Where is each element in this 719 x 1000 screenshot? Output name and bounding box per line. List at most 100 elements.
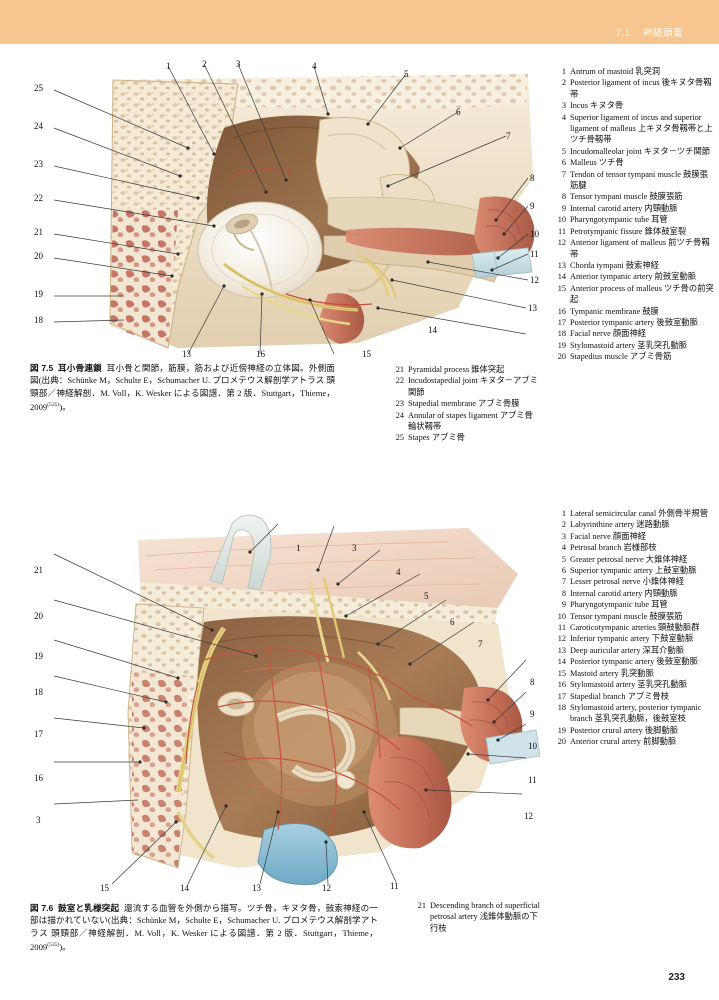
fig-7-5-leader-12: 12 — [530, 275, 539, 285]
fig-7-6-leader-10: 10 — [528, 741, 537, 751]
legend-item: 22 Incudostapedial joint キヌタ－アブミ関節 — [390, 375, 540, 398]
legend-index: 23 — [395, 399, 404, 409]
legend-text: Internal carotid artery 内頸動脈 — [570, 588, 678, 598]
fig-7-6-leader-12b: 12 — [322, 883, 331, 893]
fig-7-5-leader-11: 11 — [530, 249, 539, 259]
legend-text: Labyrinthine artery 迷路動脈 — [570, 520, 670, 530]
legend-index: 17 — [557, 691, 566, 701]
legend-index: 21 — [417, 901, 426, 910]
legend-text: Anterior process of malleus ツチ骨の前突起 — [570, 283, 714, 305]
fig-7-5-leader-10: 10 — [530, 229, 539, 239]
legend-index: 5 — [561, 554, 566, 564]
legend-text: Tensor tympani muscle 鼓膜張筋 — [570, 192, 683, 202]
fig-7-5-leader-21: 21 — [34, 227, 43, 237]
page-header-title: 7.1 神経頭蓋 — [616, 25, 683, 39]
fig-7-5-leader-14: 14 — [428, 325, 437, 335]
fig-7-6-leader-16: 16 — [34, 773, 43, 783]
legend-text: Lateral semicircular canal 外側骨半規管 — [570, 509, 708, 518]
figure-7-5-caption-title: 耳小骨連鎖 — [58, 363, 102, 373]
legend-text: Incudostapedial joint キヌタ－アブミ関節 — [408, 376, 538, 397]
fig-7-5-leader-9: 9 — [530, 201, 535, 211]
legend-index: 14 — [557, 657, 566, 667]
fig-7-5-leader-15: 15 — [362, 349, 371, 359]
fig-7-6-leader-9: 9 — [530, 709, 535, 719]
fig-7-5-leader-1: 1 — [166, 61, 171, 71]
legend-text: Posterior crural artery 後脚動脈 — [570, 725, 679, 735]
legend-text: Facial nerve 顔面神経 — [570, 329, 647, 339]
fig-7-5-leader-23: 23 — [34, 159, 43, 169]
legend-index: 4 — [561, 543, 566, 553]
legend-text: Mastoid artery 乳突動脈 — [570, 668, 654, 678]
legend-index: 10 — [557, 611, 566, 621]
legend-index: 19 — [557, 725, 566, 735]
figure-7-6-caption: 図 7.6 鼓室と乳様突起 還流する血管を外側から描写。ツチ骨，キヌタ骨，鼓索神… — [30, 902, 378, 953]
fig-7-6-leader-4: 4 — [396, 567, 401, 577]
legend-text: Tympanic membrane 鼓膜 — [570, 306, 659, 316]
legend-index: 24 — [395, 410, 404, 420]
fig-7-6-leader-6: 6 — [450, 617, 455, 627]
legend-index: 3 — [561, 531, 566, 541]
fig-7-6-leader-11b: 11 — [390, 881, 399, 891]
legend-text: Facial nerve 顔面神経 — [570, 531, 647, 541]
legend-text: Internal carotid artery 内頸動脈 — [570, 203, 678, 213]
fig-7-5-leader-19: 19 — [34, 289, 43, 299]
legend-index: 15 — [557, 283, 566, 293]
page-number: 233 — [668, 972, 685, 983]
fig-7-5-leader-24: 24 — [34, 121, 43, 131]
legend-item: 19 Posterior crural artery 後脚動脈 — [552, 725, 714, 736]
legend-item: 3 Facial nerve 顔面神経 — [552, 531, 714, 542]
legend-index: 20 — [557, 352, 566, 362]
fig-7-6-leader-19: 19 — [34, 651, 43, 661]
fig-7-6-leader-12: 12 — [524, 811, 533, 821]
fig-7-5-leader-3: 3 — [236, 59, 241, 69]
figure-7-5-illustration — [28, 58, 540, 358]
legend-index: 22 — [395, 376, 404, 386]
figure-7-6-caption-tail: )。 — [59, 942, 71, 953]
figure-7-5-caption-label: 図 7.5 — [30, 363, 54, 373]
fig-7-6-leader-20: 20 — [34, 611, 43, 621]
fig-7-5-leader-22: 22 — [34, 193, 43, 203]
legend-index: 12 — [557, 238, 566, 248]
legend-index: 7 — [561, 169, 566, 179]
legend-text: Posterior tympanic artery 後鼓室動脈 — [570, 317, 698, 327]
legend-text: Caroticotympanic arteries 頸鼓動脈群 — [570, 623, 700, 633]
legend-text: Chorda tympani 鼓索神経 — [570, 260, 659, 270]
legend-text: Stapedius muscle アブミ骨筋 — [570, 352, 672, 362]
figure-7-6-illustration — [28, 512, 540, 894]
legend-text: Incus キヌタ骨 — [570, 101, 624, 111]
legend-text: Anterior crural artery 前脚動脈 — [570, 737, 677, 747]
fig-7-5-leader-16: 16 — [256, 349, 265, 359]
legend-index: 12 — [557, 634, 566, 644]
legend-index: 18 — [557, 702, 566, 712]
legend-text: Stylomastoid artery 茎乳突孔動脈 — [570, 340, 688, 350]
fig-7-6-leader-7: 7 — [478, 639, 483, 649]
fig-7-6-leader-14: 14 — [180, 883, 189, 893]
fig-7-5-leader-18: 18 — [34, 315, 43, 325]
fig-7-5-leader-6: 6 — [456, 107, 461, 117]
legend-text: Tendon of tensor tympani muscle 鼓膜張筋腱 — [570, 169, 708, 191]
legend-index: 2 — [561, 520, 566, 530]
